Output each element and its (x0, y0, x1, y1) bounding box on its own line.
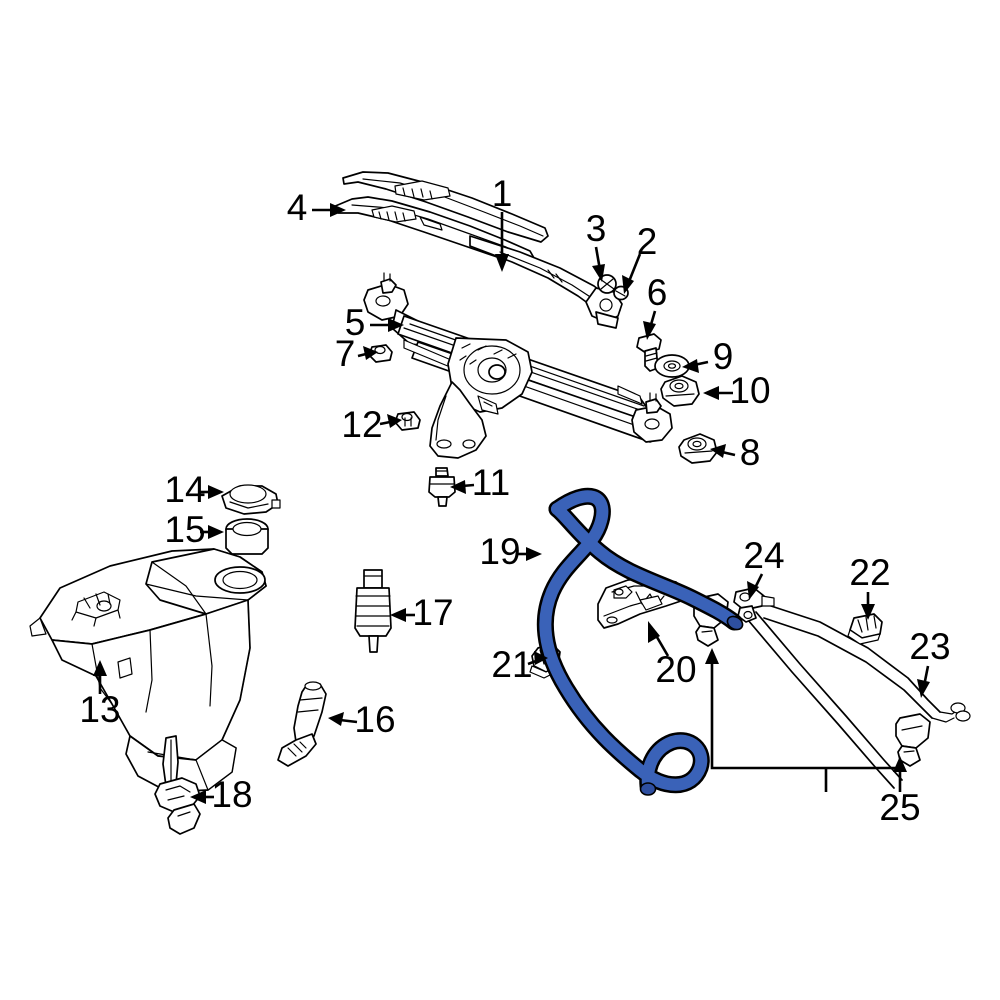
callout-label-4: 4 (287, 187, 308, 228)
part-wiper-linkage-bushing (660, 375, 700, 407)
callout-label-20: 20 (655, 649, 696, 690)
callout-label-14: 14 (164, 469, 205, 510)
part-reservoir-mounting-bracket (154, 735, 201, 835)
callout-leaders (93, 203, 930, 804)
callout-label-24: 24 (743, 535, 784, 576)
part-wiper-linkage-grommet-right (678, 433, 718, 464)
washer-hose-branch-left (747, 611, 903, 789)
part-wiper-arm-pivot-nut (597, 274, 617, 294)
callout-label-11: 11 (472, 462, 510, 503)
reservoir-embossed-washer-symbol (71, 591, 121, 627)
callout-label-18: 18 (211, 774, 252, 815)
callout-label-25: 25 (879, 787, 920, 828)
callout-label-19: 19 (479, 531, 520, 572)
callout-label-1: 1 (492, 173, 513, 214)
part-windshield-washer-nozzle-right (895, 713, 931, 767)
part-wiper-linkage-transmission (363, 272, 673, 459)
callout-label-16: 16 (354, 699, 395, 740)
part-washer-fluid-hose-highlighted (536, 487, 744, 796)
callout-number-labels: 1 2 3 4 5 6 7 8 9 10 11 12 13 14 15 16 1… (79, 173, 950, 828)
part-washer-hose-clip (847, 613, 883, 645)
callout-label-9: 9 (713, 336, 734, 377)
part-washer-reservoir-cap (221, 484, 281, 515)
part-windshield-washer-pump (354, 569, 392, 653)
callout-label-23: 23 (909, 626, 950, 667)
part-washer-reservoir-filler-neck (225, 518, 269, 555)
callout-label-22: 22 (849, 552, 890, 593)
callout-label-6: 6 (647, 272, 668, 313)
callout-label-2: 2 (637, 221, 658, 262)
callout-label-17: 17 (412, 592, 453, 633)
callout-label-5: 5 (345, 302, 366, 343)
part-wiper-motor-mount-bushing (428, 467, 456, 507)
callout-label-3: 3 (586, 208, 607, 249)
callout-label-10: 10 (729, 370, 770, 411)
part-washer-fluid-level-sensor (277, 681, 327, 767)
callout-label-8: 8 (740, 432, 761, 473)
callout-label-7: 7 (335, 333, 356, 374)
part-washer-fluid-reservoir-tank (29, 548, 267, 793)
callout-label-12: 12 (341, 404, 382, 445)
callout-label-15: 15 (164, 509, 205, 550)
callout-label-13: 13 (79, 689, 120, 730)
part-washer-nozzle-supply-hose (763, 604, 971, 723)
callout-label-21: 21 (491, 644, 532, 685)
